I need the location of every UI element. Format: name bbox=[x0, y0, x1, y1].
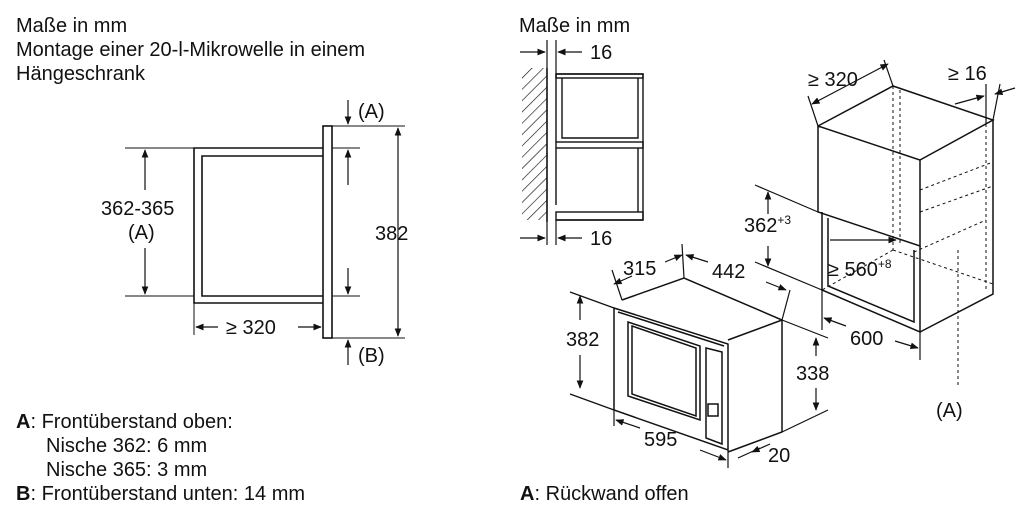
dim-niche-height-value: 362 bbox=[744, 215, 777, 237]
dim-cabinet-width: 600 bbox=[850, 328, 883, 350]
left-section-view bbox=[125, 125, 405, 339]
dim-mw-width: 442 bbox=[712, 261, 745, 283]
note-b-text: : Frontüberstand unten: 14 mm bbox=[30, 483, 306, 505]
microwave-dimensions bbox=[569, 243, 829, 468]
note-b-key: B bbox=[16, 483, 31, 505]
note-a-line-3: Nische 365: 3 mm bbox=[46, 459, 208, 481]
dim-mw-height-front: 382 bbox=[566, 329, 599, 351]
dim-depth-min: ≥ 320 bbox=[226, 317, 276, 339]
dim-top-gap: 16 bbox=[590, 42, 612, 64]
dim-mw-frame-width: 595 bbox=[644, 429, 677, 451]
dim-niche-width-value: ≥ 560 bbox=[828, 259, 878, 281]
left-header-line-1: Maße in mm bbox=[16, 15, 128, 37]
left-dimensions bbox=[141, 100, 402, 365]
dim-mw-depth: 315 bbox=[623, 258, 656, 280]
dim-side-gap: ≥ 16 bbox=[948, 63, 987, 85]
note-a: A: Frontüberstand oben: bbox=[16, 410, 233, 434]
cabinet-isometric bbox=[817, 85, 995, 388]
dim-niche-width: ≥ 560+8 bbox=[828, 257, 892, 281]
dim-cabinet-depth: ≥ 320 bbox=[808, 69, 858, 91]
left-header-line-3: Hängeschrank bbox=[16, 63, 145, 85]
dim-niche-height-sup: +3 bbox=[777, 213, 791, 227]
dim-niche-height: 362+3 bbox=[744, 213, 791, 237]
right-header: Maße in mm bbox=[519, 15, 631, 37]
note-a-key: A bbox=[16, 411, 31, 433]
microwave-isometric bbox=[613, 277, 783, 453]
note-rueckwand-key: A bbox=[520, 483, 535, 505]
note-rueckwand: A: Rückwand offen bbox=[520, 482, 689, 506]
ref-a-right: (A) bbox=[936, 400, 963, 422]
dim-niche-width-sup: +8 bbox=[878, 257, 892, 271]
dim-bottom-gap: 16 bbox=[590, 228, 612, 250]
ref-b-bottom: (B) bbox=[358, 345, 385, 367]
note-b: B: Frontüberstand unten: 14 mm bbox=[16, 482, 305, 506]
note-a-text: : Frontüberstand oben: bbox=[30, 411, 233, 433]
cabinet-dimensions bbox=[754, 59, 1016, 360]
wall-side-view bbox=[520, 40, 644, 245]
note-rueckwand-text: : Rückwand offen bbox=[534, 483, 689, 505]
left-header-line-2: Montage einer 20-l-Mikrowelle in einem bbox=[16, 39, 366, 61]
note-a-line-2: Nische 362: 6 mm bbox=[46, 435, 208, 457]
dim-height-range: 362-365 bbox=[101, 198, 174, 220]
dim-mw-height-body: 338 bbox=[796, 363, 829, 385]
ref-a-top: (A) bbox=[358, 101, 385, 123]
dim-total-height: 382 bbox=[375, 223, 408, 245]
dim-height-ref: (A) bbox=[128, 222, 155, 244]
dim-mw-frame-depth: 20 bbox=[768, 445, 790, 467]
